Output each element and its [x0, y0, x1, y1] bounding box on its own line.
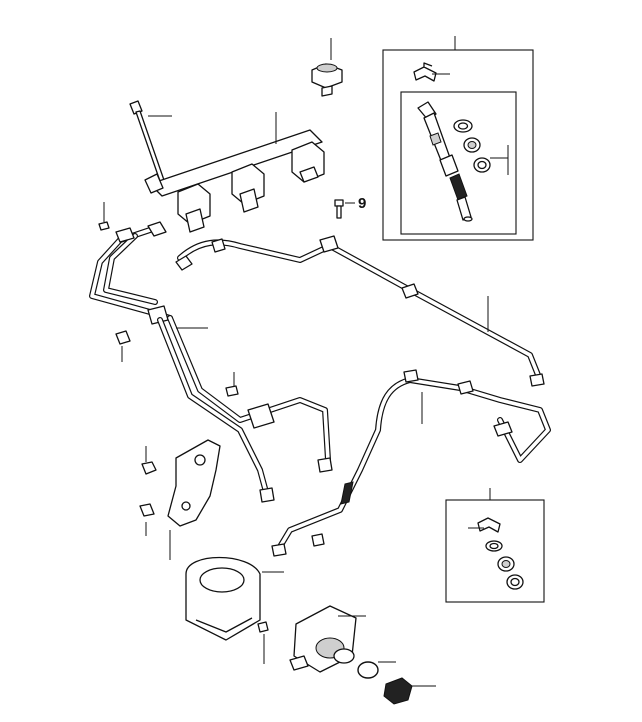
injector-pod-1: [177, 183, 211, 233]
pump-tappet-part: [383, 677, 436, 705]
injector-seals-part: [453, 119, 509, 175]
fuel-rail-part: [144, 112, 325, 233]
seal-kit-clip: [477, 517, 501, 533]
injector-clip-part: [413, 62, 450, 82]
injector-body: [417, 101, 473, 222]
feed-line-part: [271, 369, 551, 557]
injector-pod-2: [231, 163, 265, 213]
low-pressure-line-part: [89, 221, 173, 325]
small-bolt-part: [225, 372, 239, 397]
pump-bracket-part: [167, 439, 221, 560]
seal-kit-inset: [445, 488, 545, 603]
rail-bolt-part: [129, 100, 172, 185]
o-ring-part: [357, 661, 396, 679]
bleed-screw-part: 9: [334, 195, 366, 219]
inset-frame: [382, 49, 534, 241]
bracket-bolt-lower-part: [139, 503, 155, 536]
bracket-nut-part: [141, 446, 157, 475]
high-pressure-pump-part: [289, 605, 366, 673]
supply-line-part: [157, 315, 333, 503]
injector-pod-3: [291, 141, 325, 183]
inset-inner-frame: [400, 91, 517, 235]
bracket-bolt-upper-part: [115, 330, 131, 362]
injector-kit-inset: [382, 36, 534, 241]
fuel-pressure-sensor-part: [311, 38, 343, 97]
pressure-line-part: [175, 235, 545, 387]
left-clip-bolt-part: [98, 202, 110, 231]
pump-cover-part: [185, 556, 284, 641]
seal-kit-frame: [445, 499, 545, 603]
pump-bolt-part: [257, 621, 269, 664]
bleed-screw-callout: 9: [358, 195, 366, 212]
